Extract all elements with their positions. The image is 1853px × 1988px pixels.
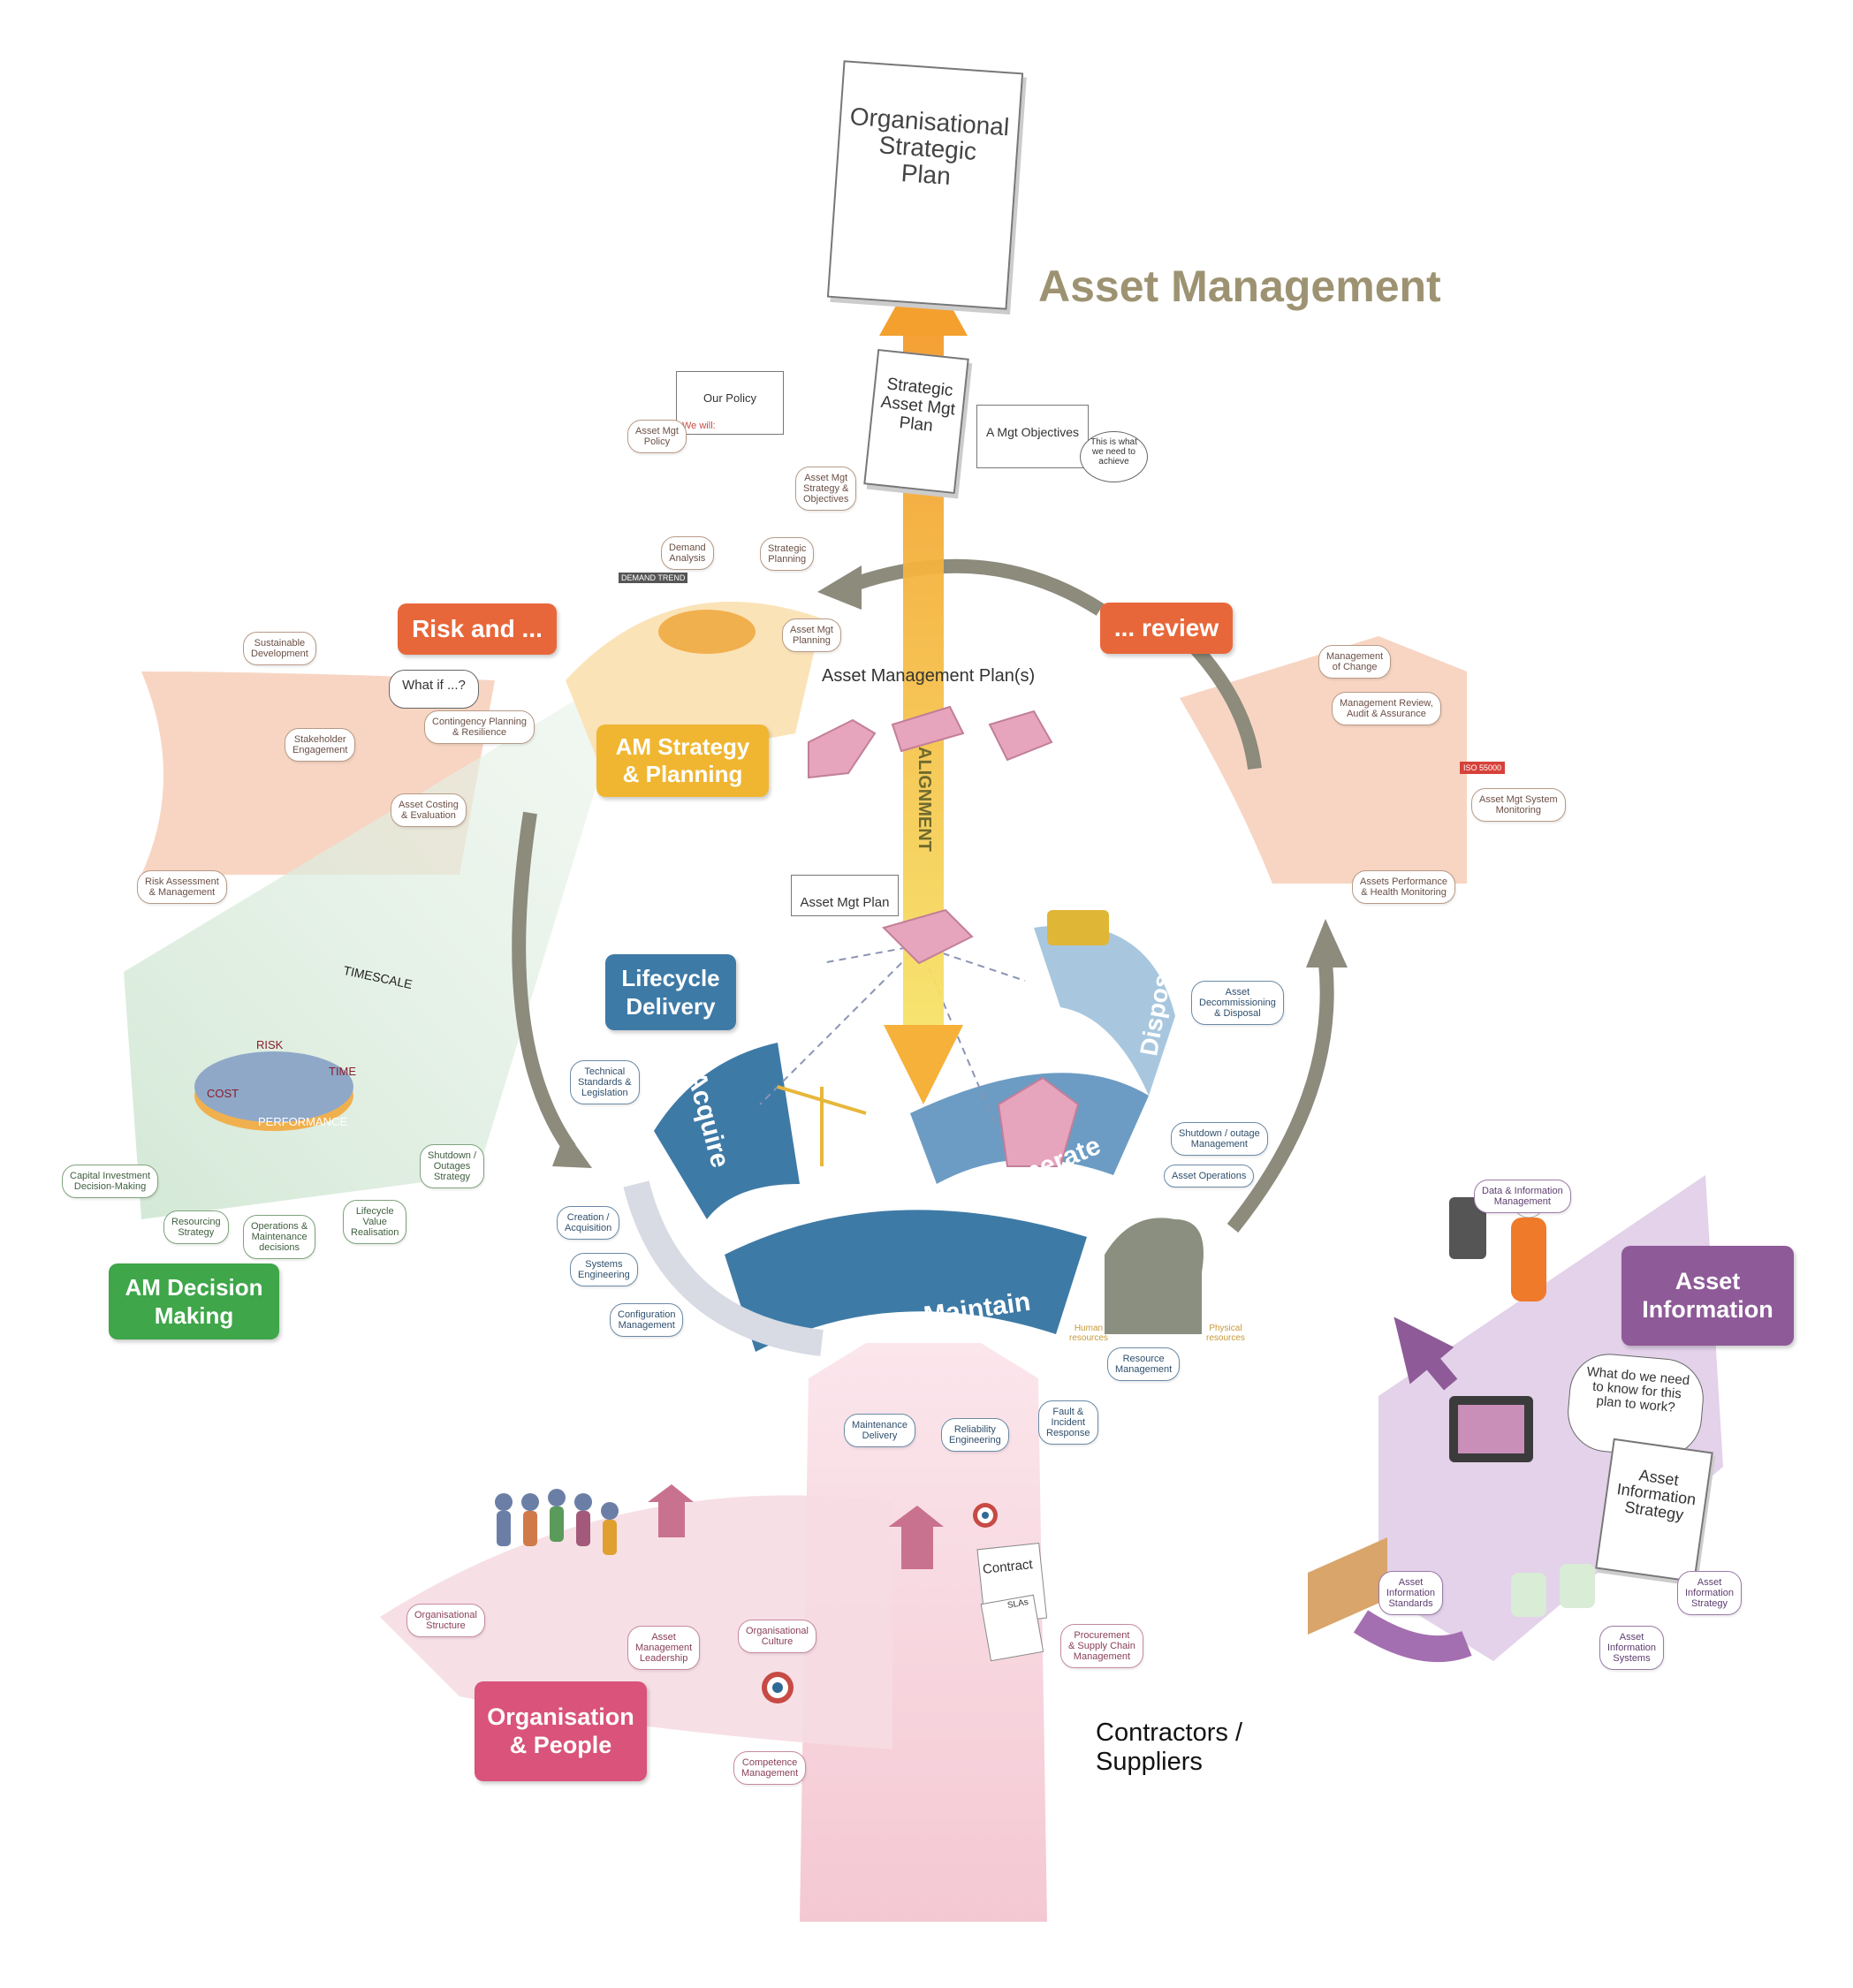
center-plan-title: Asset Mgt Plan — [800, 895, 890, 910]
pill-demand-analysis: Demand Analysis — [661, 536, 714, 570]
pill-management-of-change: Management of Change — [1318, 645, 1392, 679]
what-if-bubble: What if ...? — [389, 670, 479, 709]
iso-label: ISO 55000 — [1460, 762, 1506, 774]
loop-left-arrow — [512, 811, 576, 1153]
center-plan-doc: Asset Mgt Plan — [791, 875, 899, 916]
policy-doc: Our Policy We will: — [676, 371, 784, 435]
policy-we-will: We will: — [682, 421, 716, 431]
org-funnel — [800, 1343, 1047, 1922]
pill-assets-performance: Assets Performance & Health Monitoring — [1352, 870, 1456, 904]
org-up-arrow-2 — [648, 1484, 694, 1537]
human-resources-label: Human resources — [1069, 1324, 1108, 1343]
ai-strategy-doc-title: Asset Information Strategy — [1615, 1466, 1697, 1524]
demand-trend-label: DEMAND TREND — [619, 573, 688, 583]
pill-asset-info-systems: Asset Information Systems — [1599, 1626, 1665, 1670]
achieve-bubble: This is what we need to achieve — [1080, 431, 1148, 482]
pill-management-review: Management Review, Audit & Assurance — [1332, 692, 1441, 725]
info-curved-arrow — [1353, 1610, 1472, 1663]
pill-lifecycle-value: Lifecycle Value Realisation — [343, 1200, 407, 1244]
maintain-segment — [725, 1210, 1087, 1352]
target-icon-2 — [762, 1672, 794, 1703]
pill-asset-info-strategy: Asset Information Strategy — [1677, 1571, 1743, 1615]
physical-resources-label: Physical resources — [1206, 1324, 1245, 1343]
pill-competence-management: Competence Management — [733, 1751, 807, 1785]
pill-risk-assessment: Risk Assessment & Management — [137, 870, 227, 904]
pill-reliability-engineering: Reliability Engineering — [941, 1418, 1009, 1452]
pill-system-monitoring: Asset Mgt System Monitoring — [1471, 788, 1566, 822]
wheel-grey-ring — [623, 1180, 824, 1356]
am-objectives-doc: A Mgt Objectives — [976, 405, 1089, 468]
cost-label: COST — [207, 1087, 239, 1100]
section-org-people: Organisation & People — [475, 1681, 647, 1781]
info-up-arrow — [1394, 1316, 1458, 1391]
pill-procurement: Procurement & Supply Chain Management — [1060, 1624, 1143, 1668]
pill-contingency-planning: Contingency Planning & Resilience — [424, 710, 535, 744]
pill-maintenance-delivery: Maintenance Delivery — [844, 1414, 915, 1447]
page-title: Asset Management — [1038, 262, 1441, 311]
section-am-decision: AM Decision Making — [109, 1263, 279, 1339]
pill-asset-mgt-policy: Asset Mgt Policy — [627, 420, 687, 453]
dispose-segment — [1034, 925, 1175, 1096]
pill-stakeholder-engagement: Stakeholder Engagement — [285, 728, 356, 762]
section-risk-and: Risk and ... — [398, 603, 557, 655]
am-plans-label: Asset Management Plan(s) — [822, 666, 1036, 686]
pill-systems-engineering: Systems Engineering — [570, 1253, 638, 1286]
pill-shutdown-outages-strategy: Shutdown / Outages Strategy — [420, 1144, 485, 1188]
section-review: ... review — [1100, 603, 1233, 654]
pill-org-culture: Organisational Culture — [738, 1620, 816, 1653]
loop-top-arrow — [854, 558, 1105, 616]
slas-paper — [980, 1594, 1044, 1662]
strategy-disc — [658, 610, 756, 654]
pill-data-information-mgmt: Data & Information Management — [1474, 1180, 1571, 1213]
time-label: TIME — [329, 1065, 357, 1078]
pill-asset-info-standards: Asset Information Standards — [1378, 1571, 1444, 1615]
acquire-segment — [654, 1043, 800, 1219]
contractors-label: Contractors / Suppliers — [1096, 1719, 1242, 1776]
sam-plan-title: Strategic Asset Mgt Plan — [879, 375, 956, 436]
dump-truck — [1047, 910, 1109, 945]
pill-resourcing-strategy: Resourcing Strategy — [163, 1210, 229, 1244]
desk — [1308, 1537, 1387, 1635]
section-am-strategy: AM Strategy & Planning — [596, 725, 769, 797]
ai-strategy-doc: Asset Information Strategy — [1595, 1438, 1713, 1583]
pill-strategic-planning: Strategic Planning — [760, 537, 815, 571]
plan-blocks — [808, 705, 1080, 1167]
risk-label: RISK — [256, 1038, 284, 1051]
loop-right-arrow — [1226, 962, 1334, 1233]
alignment-arrow-down — [884, 1025, 963, 1104]
org-up-arrow-1 — [888, 1506, 944, 1570]
performance-label: PERFORMANCE — [258, 1115, 348, 1128]
pill-org-structure: Organisational Structure — [406, 1604, 485, 1637]
strategic-plan-title: Organisational Strategic Plan — [848, 102, 1011, 190]
pill-shutdown-outage: Shutdown / outage Management — [1171, 1122, 1268, 1156]
data-cylinders — [1511, 1564, 1595, 1617]
pill-am-leadership: Asset Management Leadership — [627, 1626, 701, 1670]
pill-creation-acquisition: Creation / Acquisition — [557, 1206, 620, 1240]
am-objectives-title: A Mgt Objectives — [985, 425, 1080, 439]
target-icon-3 — [973, 1503, 998, 1528]
people-group — [495, 1489, 619, 1555]
organisational-strategic-plan-doc: Organisational Strategic Plan — [826, 60, 1024, 310]
pill-technical-standards: Technical Standards & Legislation — [570, 1060, 640, 1104]
pill-asset-decommissioning: Asset Decommissioning & Disposal — [1191, 981, 1284, 1025]
pill-capital-investment: Capital Investment Decision-Making — [62, 1165, 159, 1198]
pill-asset-costing: Asset Costing & Evaluation — [391, 793, 467, 827]
alignment-label: ALIGNMENT — [915, 747, 934, 852]
strategic-am-plan-doc: Strategic Asset Mgt Plan — [863, 348, 969, 495]
pill-asset-operations: Asset Operations — [1164, 1165, 1255, 1187]
section-asset-information: Asset Information — [1621, 1246, 1794, 1346]
pill-operations-maintenance: Operations & Maintenance decisions — [243, 1215, 316, 1259]
tablet — [1449, 1197, 1486, 1259]
pill-sustainable-development: Sustainable Development — [243, 632, 316, 665]
pill-configuration-management: Configuration Management — [610, 1303, 684, 1337]
policy-doc-title: Our Policy — [703, 391, 756, 405]
pill-asset-mgt-planning: Asset Mgt Planning — [782, 618, 841, 652]
pill-fault-incident: Fault & Incident Response — [1038, 1400, 1098, 1445]
crane — [777, 1085, 867, 1166]
warehouse — [1105, 1218, 1204, 1334]
pill-resource-management: Resource Management — [1107, 1347, 1181, 1381]
pill-strategy-objectives: Asset Mgt Strategy & Objectives — [795, 467, 857, 511]
section-lifecycle-delivery: Lifecycle Delivery — [605, 954, 736, 1030]
